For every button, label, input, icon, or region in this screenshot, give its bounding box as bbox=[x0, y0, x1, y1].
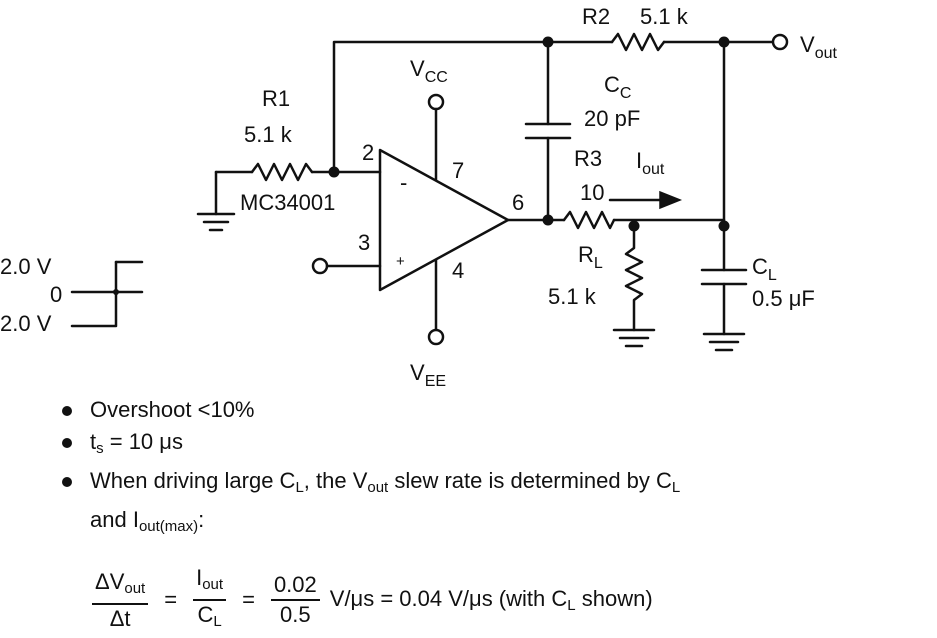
equation-result: V/μs = 0.04 V/μs (with CL shown) bbox=[329, 586, 653, 614]
cc-value: 20 pF bbox=[584, 106, 640, 131]
resistor-r1 bbox=[250, 162, 314, 182]
vee-label: VEE bbox=[410, 360, 446, 390]
pin-7-label: 7 bbox=[452, 158, 464, 183]
fraction-iout-over-cl: Iout CL bbox=[193, 566, 227, 634]
cl-ground-symbol bbox=[702, 332, 746, 352]
iout-label: Iout bbox=[636, 148, 665, 178]
note-settling-time: ts = 10 μs bbox=[62, 428, 922, 463]
rl-name: RL bbox=[578, 242, 603, 272]
left-ground-symbol bbox=[196, 170, 236, 232]
vout-terminal bbox=[771, 33, 789, 51]
vcc-label: VCC bbox=[410, 56, 448, 86]
resistor-rl bbox=[624, 224, 644, 332]
input-zero-label: 0 bbox=[50, 282, 62, 307]
input-step-signal bbox=[70, 260, 144, 328]
notes-list: Overshoot <10% ts = 10 μs When driving l… bbox=[62, 396, 922, 541]
note-overshoot: Overshoot <10% bbox=[62, 396, 922, 424]
bullet-dot-icon bbox=[62, 406, 72, 416]
slew-rate-equation: ΔVout Δt = Iout CL = 0.02 0.5 V/μs = 0.0… bbox=[86, 566, 653, 634]
op-amp-triangle bbox=[378, 148, 510, 292]
rl-ground-symbol bbox=[612, 328, 656, 348]
r3-name: R3 bbox=[574, 146, 602, 171]
note-driving-large-cl: When driving large CL, the Vout slew rat… bbox=[62, 467, 922, 502]
resistor-r3 bbox=[562, 210, 616, 230]
inverting-sign: - bbox=[400, 170, 407, 195]
pin-4-label: 4 bbox=[452, 258, 464, 283]
pin-3-label: 3 bbox=[358, 230, 370, 255]
fraction-delta-v-over-delta-t: ΔVout Δt bbox=[92, 569, 149, 631]
cl-value: 0.5 μF bbox=[752, 286, 815, 311]
cl-name: CL bbox=[752, 254, 777, 284]
fraction-values: 0.02 0.5 bbox=[270, 573, 320, 627]
input-high-label: 2.0 V bbox=[0, 254, 52, 279]
r2-value: 5.1 k bbox=[640, 4, 689, 29]
r1-name: R1 bbox=[262, 86, 290, 111]
bullet-dot-icon bbox=[62, 477, 72, 487]
cc-name: CC bbox=[604, 72, 631, 102]
noninverting-sign: + bbox=[396, 253, 405, 270]
r2-name: R2 bbox=[582, 4, 610, 29]
pin-2-label: 2 bbox=[362, 140, 374, 165]
vcc-terminal bbox=[427, 93, 445, 111]
vout-label: Vout bbox=[800, 32, 837, 62]
vee-terminal bbox=[427, 328, 445, 346]
resistor-r2 bbox=[610, 32, 666, 52]
rl-value: 5.1 k bbox=[548, 284, 597, 309]
ic-part-label: MC34001 bbox=[240, 190, 335, 215]
note-driving-large-cl-continued: and Iout(max): bbox=[90, 507, 205, 535]
pin-6-label: 6 bbox=[512, 190, 524, 215]
r1-value: 5.1 k bbox=[244, 122, 293, 147]
capacitor-cl bbox=[700, 268, 748, 286]
r3-value: 10 bbox=[580, 180, 604, 205]
input-low-label: 2.0 V bbox=[0, 311, 52, 336]
bullet-dot-icon bbox=[62, 438, 72, 448]
noninverting-input-terminal bbox=[311, 257, 329, 275]
capacitor-cc bbox=[524, 122, 572, 140]
